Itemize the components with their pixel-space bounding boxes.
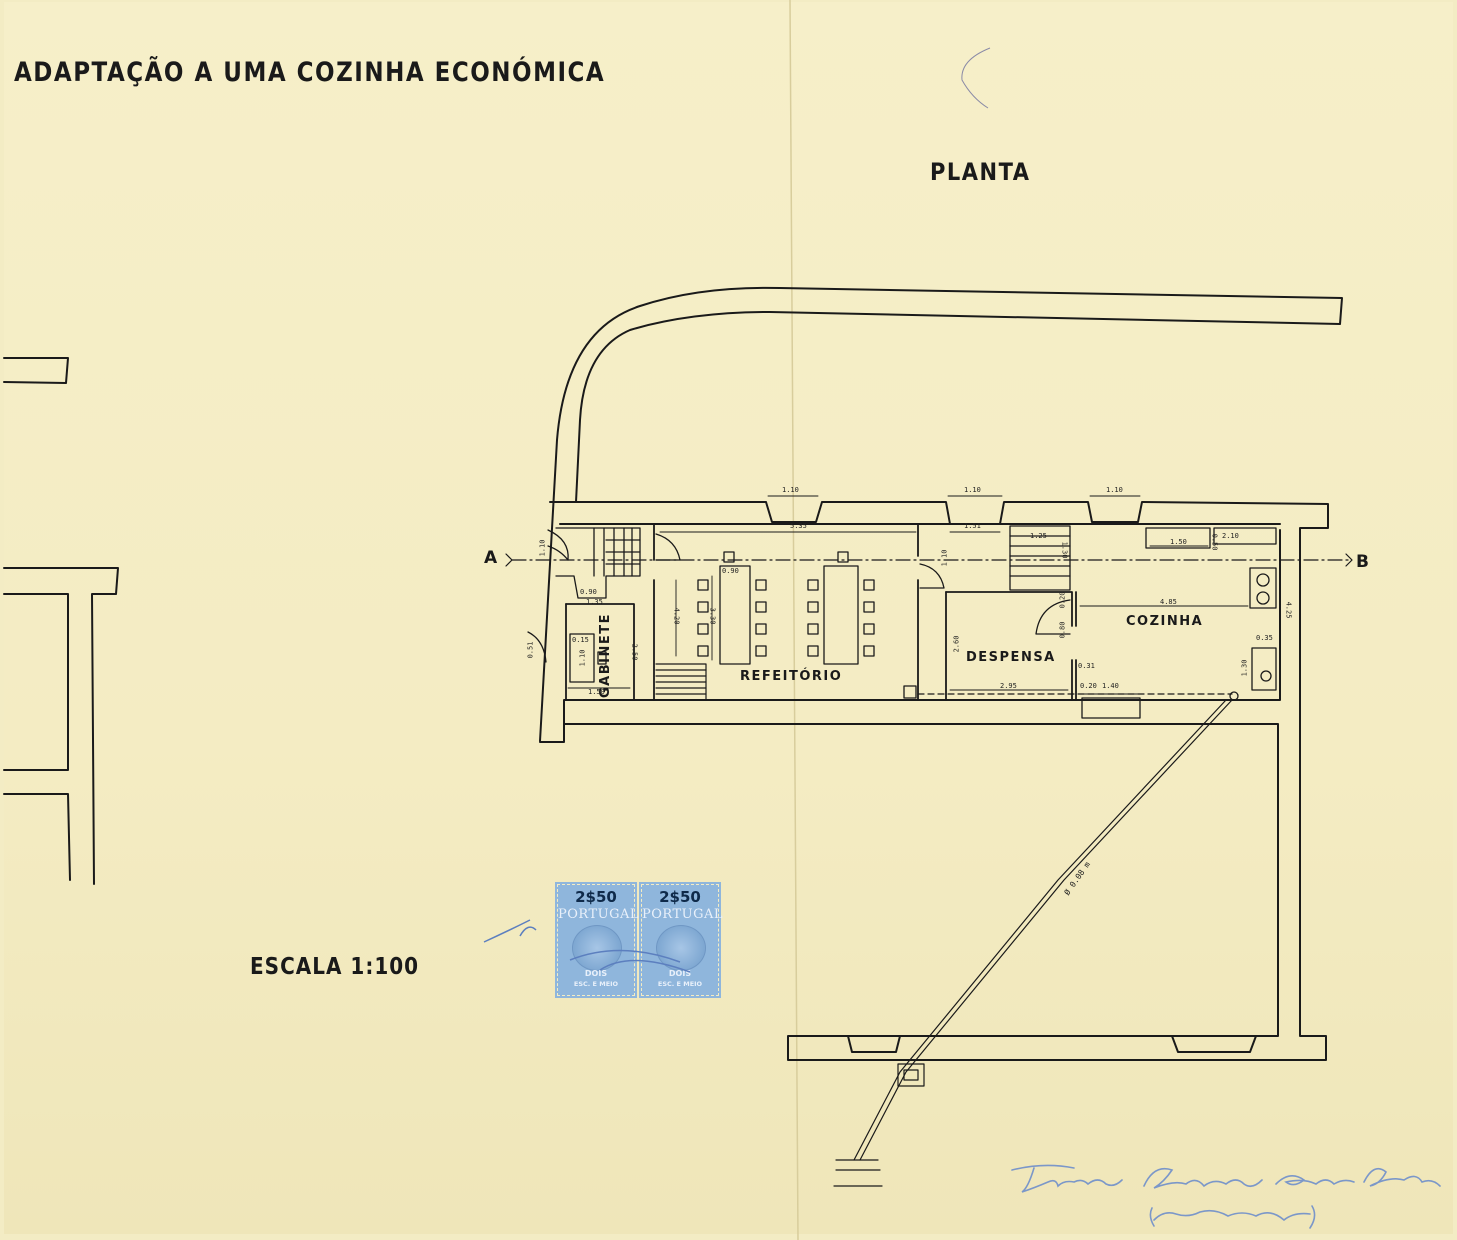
fiscal-stamp: 2$50 PORTUGAL DOIS ESC. E MEIO	[641, 884, 723, 996]
dim-label: 1.10	[1106, 486, 1123, 494]
drain-box-dining	[903, 685, 917, 699]
dim-label: 0.50	[1210, 533, 1219, 551]
room-label-kitchen: COZINHA	[1126, 614, 1204, 629]
dim-label: 0.15	[572, 636, 589, 644]
dim-label: 4.25	[1284, 601, 1293, 619]
dim-label: 2.95	[1000, 682, 1017, 690]
dim-label: 0.31	[1078, 662, 1095, 670]
kitchen-equipment	[1081, 527, 1277, 719]
dim-label: 1.25	[1030, 532, 1047, 540]
dim-label: 1.10	[940, 549, 949, 567]
dining-table-2	[807, 551, 875, 665]
stamp-value: 2$50	[659, 888, 701, 906]
section-mark-a: A	[484, 548, 498, 568]
building-outline	[539, 501, 1329, 1061]
dim-label: 0.90	[580, 588, 597, 596]
stamp-words: ESC. E MEIO	[657, 980, 703, 988]
dim-label: 1.51	[964, 522, 981, 530]
dim-label: 1.35	[586, 598, 603, 606]
doors	[527, 529, 1071, 663]
stamp-words: ESC. E MEIO	[573, 980, 619, 988]
office-furniture	[569, 633, 607, 683]
dim-label: 2.50	[630, 643, 639, 661]
pencil-mark	[961, 47, 991, 109]
dim-label: 3.30	[708, 607, 717, 625]
dim-label: 4.20	[672, 607, 681, 625]
steps-dining	[655, 663, 707, 701]
engineer-signature	[1011, 1164, 1441, 1229]
drain-pipe	[833, 699, 1233, 1187]
coat-of-arms-icon	[656, 925, 706, 971]
stamp-words: DOIS	[668, 969, 692, 978]
dim-label: 1.40	[1102, 682, 1119, 690]
dim-label: 0.90	[722, 567, 739, 575]
paper-background	[4, 2, 1453, 1234]
dimension-lines	[567, 495, 1249, 695]
dim-label: 1.10	[578, 649, 587, 667]
stamp-words: DOIS	[584, 969, 608, 978]
dim-label: 0.51	[526, 641, 535, 659]
dim-label: 1.10	[538, 539, 547, 557]
internal-walls	[565, 523, 1077, 701]
dim-label: 5.35	[790, 522, 807, 530]
stamp-cancellation-mark	[483, 919, 691, 973]
dim-label: 2.60	[952, 635, 961, 653]
stamp-country: PORTUGAL	[642, 907, 723, 922]
dim-label: 4.85	[1160, 598, 1177, 606]
scale-label: ESCALA 1:100	[250, 952, 420, 980]
fold-line	[789, 0, 799, 1240]
dim-label: 0.20	[1058, 591, 1067, 609]
view-label: PLANTA	[930, 158, 1031, 186]
staircase-kitchen	[1009, 525, 1071, 591]
drawing-title: ADAPTAÇÃO A UMA COZINHA ECONÓMICA	[14, 58, 606, 88]
dim-label: 2.10	[1222, 532, 1239, 540]
room-label-office: GABINETE	[598, 613, 613, 698]
room-label-dining: REFEITÓRIO	[740, 669, 843, 684]
stamp-value: 2$50	[575, 888, 617, 906]
dim-label: 0.20	[1080, 682, 1097, 690]
dim-label: 1.50	[1170, 538, 1187, 546]
stamp-country: PORTUGAL	[558, 907, 639, 922]
dim-label: 1.10	[782, 486, 799, 494]
dim-label: 1.10	[964, 486, 981, 494]
room-label-pantry: DESPENSA	[966, 650, 1056, 665]
dim-label: 0.80	[1058, 621, 1067, 639]
dining-table-1	[697, 551, 767, 665]
dim-label: 1.30	[1060, 541, 1069, 559]
dim-label: 1.30	[1240, 659, 1249, 677]
section-mark-b: B	[1356, 552, 1369, 572]
adjacent-building-left	[3, 357, 119, 885]
dim-label: 1.50	[588, 688, 605, 696]
boundary-wall	[539, 286, 1343, 742]
dim-label: 0.35	[1256, 634, 1273, 642]
staircase-entry	[555, 527, 641, 599]
